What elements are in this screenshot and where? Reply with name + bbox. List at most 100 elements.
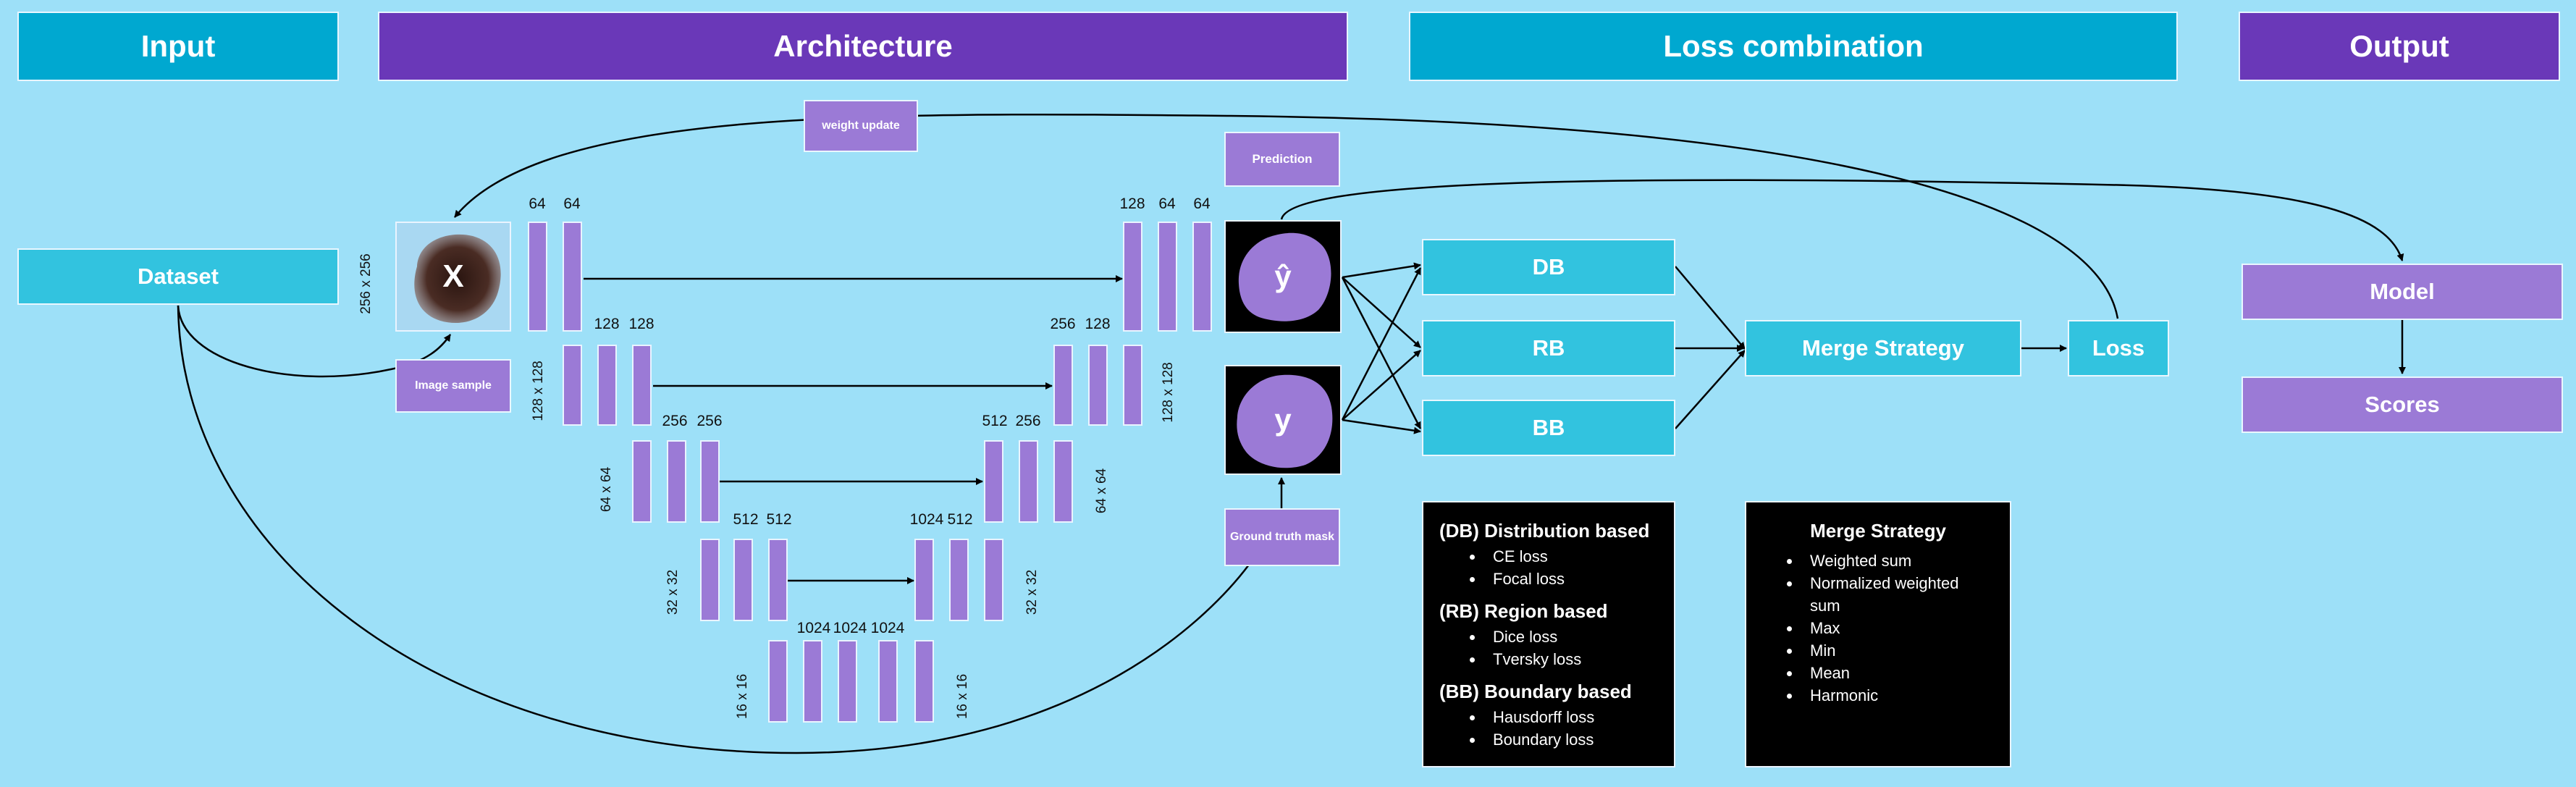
dec2b-label: 128 [1085,316,1111,332]
dec4-bar-b [949,539,969,621]
enc4b-label: 512 [766,511,792,528]
header-architecture: Architecture [378,12,1348,81]
dec2-bar-b [1088,345,1108,426]
dec2-bar-a [1053,345,1073,426]
dec3a-label: 512 [982,413,1008,429]
image-sample-box: Image sample [395,359,511,413]
enc3-bar-a [632,440,652,523]
enc3a-label: 256 [662,413,688,429]
enc4-bar-c [768,539,788,621]
ground-truth-blob [1237,374,1333,468]
enc2b-label: 128 [628,316,654,332]
dec4b-label: 512 [947,511,973,528]
dec4a-label: 1024 [909,511,944,528]
prediction-mask: ŷ [1224,220,1342,333]
bottleneck-bar-b [803,640,822,723]
enc1a-label: 64 [529,195,546,212]
bottleneck-bar-c [838,640,857,723]
y-hat-label: ŷ [1274,259,1292,293]
dim-128-right: 128 x 128 [1161,362,1176,423]
y-label: y [1274,403,1292,437]
dataset-box: Dataset [17,248,339,305]
dec3b-label: 256 [1015,413,1041,429]
rb-legend-title: (RB) Region based [1439,600,1608,622]
dec3-bar-b [1019,440,1038,523]
merge-strategy-box: Merge Strategy [1745,320,2021,376]
db-legend-list: CE loss Focal loss [1439,545,1674,590]
ground-truth-box: Ground truth mask [1224,508,1340,566]
dim-16-right: 16 x 16 [955,673,970,720]
rb-box: RB [1422,320,1675,376]
dec1-bar-a [1123,222,1142,332]
enc4a-label: 512 [733,511,759,528]
loss-box: Loss [2068,320,2169,376]
rb-legend-list: Dice loss Tversky loss [1439,626,1674,670]
dim-32-left: 32 x 32 [665,569,681,615]
merge-legend-item: Mean [1801,662,1961,684]
enc4-bar-a [700,539,720,621]
bot2-label: 1024 [833,620,867,636]
dim-64-left: 64 x 64 [599,466,614,513]
bb-legend-item: Hausdorff loss [1484,706,1674,728]
merge-legend-item: Normalized weighted sum [1801,572,1961,617]
enc3-bar-b [667,440,686,523]
dim-16-left: 16 x 16 [735,673,750,720]
dec2a-label: 256 [1050,316,1076,332]
merge-legend-title: Merge Strategy [1810,520,1946,542]
enc3-bar-c [700,440,720,523]
dim-64-right: 64 x 64 [1094,468,1109,514]
merge-legend-item: Harmonic [1801,684,1961,707]
loss-types-legend: (DB) Distribution based CE loss Focal lo… [1422,501,1675,767]
merge-strategy-legend: Merge Strategy Weighted sum Normalized w… [1745,501,2011,767]
ground-truth-mask: y [1224,365,1342,475]
dec3-bar-c [1053,440,1073,523]
header-output: Output [2239,12,2560,81]
db-legend-title: (DB) Distribution based [1439,520,1650,542]
rb-legend-item: Dice loss [1484,626,1674,648]
dim-128-left: 128 x 128 [531,361,546,421]
enc3b-label: 256 [696,413,723,429]
enc1b-label: 64 [563,195,581,212]
input-image: X [395,222,511,332]
bottleneck-bar-d [878,640,898,723]
bb-legend-list: Hausdorff loss Boundary loss [1439,706,1674,751]
model-box: Model [2242,264,2563,320]
merge-legend-item: Max [1801,617,1961,639]
dim-32-right: 32 x 32 [1024,569,1040,615]
prediction-box: Prediction [1224,132,1340,187]
merge-legend-item: Weighted sum [1801,550,1961,572]
dec1-bar-c [1192,222,1212,332]
prediction-blob [1238,232,1331,321]
dec2-bar-c [1123,345,1142,426]
db-legend-item: CE loss [1484,545,1674,568]
bot3-label: 1024 [870,620,905,636]
enc2-bar-b [597,345,617,426]
dec1a-label: 128 [1119,195,1145,212]
bot1-label: 1024 [796,620,831,636]
rb-legend-item: Tversky loss [1484,648,1674,670]
enc1-bar-a [528,222,547,332]
dec1-bar-b [1158,222,1177,332]
skin-lesion-image [414,234,501,324]
dec3-bar-a [984,440,1003,523]
dec4-bar-a [914,539,934,621]
image-x-label: X [442,258,464,294]
enc2-bar-c [632,345,652,426]
bb-box: BB [1422,400,1675,456]
header-input: Input [17,12,339,81]
db-box: DB [1422,239,1675,295]
header-loss-combination: Loss combination [1409,12,2178,81]
dim-256: 256 x 256 [358,253,374,314]
merge-legend-item: Min [1801,639,1961,662]
dec4-bar-c [984,539,1003,621]
bb-legend-item: Boundary loss [1484,728,1674,751]
bottleneck-bar-a [768,640,788,723]
merge-legend-list: Weighted sum Normalized weighted sum Max… [1746,550,1961,707]
bb-legend-title: (BB) Boundary based [1439,681,1632,702]
scores-box: Scores [2242,376,2563,433]
enc2a-label: 128 [594,316,620,332]
bottleneck-bar-e [914,640,934,723]
weight-update-box: weight update [804,100,918,152]
enc2-bar-a [563,345,582,426]
